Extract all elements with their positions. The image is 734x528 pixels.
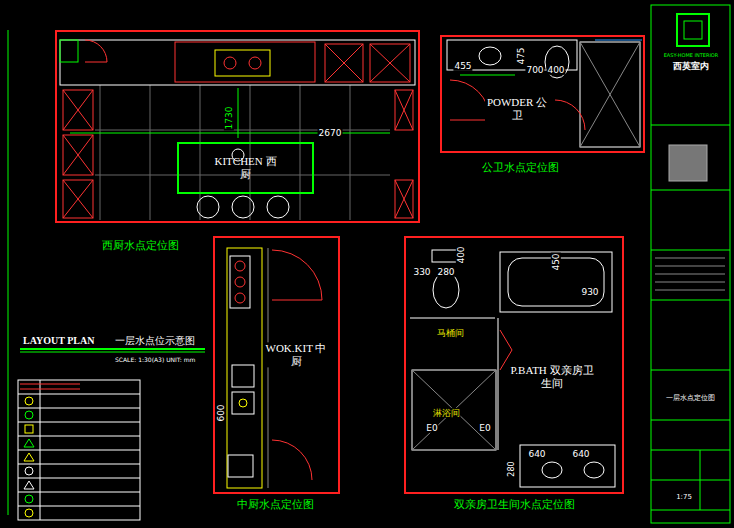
bar-stool — [267, 196, 289, 218]
appliance — [228, 455, 253, 477]
window — [595, 40, 642, 41]
door-swing — [272, 440, 312, 480]
drawing-label: 600 — [216, 403, 226, 422]
toilet — [433, 272, 459, 308]
burner — [235, 293, 245, 303]
drawing-label: 1:75 — [675, 493, 693, 501]
door-swing — [85, 40, 107, 62]
bathtub — [500, 252, 612, 312]
legend-bar — [20, 384, 80, 389]
drawing-label: LAYOUT PLAN — [22, 335, 95, 347]
bar-stool — [232, 196, 254, 218]
counter — [227, 248, 262, 488]
drawing-label: 马桶间 — [436, 328, 465, 338]
shower — [580, 42, 640, 147]
door-swing — [555, 100, 585, 130]
drawing-label: 930 — [580, 287, 599, 297]
shower — [412, 370, 496, 450]
drawing-label: 280 — [436, 267, 455, 277]
symbol-table — [18, 380, 140, 520]
stove — [230, 256, 250, 308]
dimension-line — [238, 88, 239, 138]
drawing-label: 640 — [527, 449, 546, 459]
title-block — [651, 5, 730, 523]
drain-slope — [412, 370, 496, 450]
drain-slope — [580, 42, 640, 147]
basin — [542, 462, 562, 478]
drawing-caption: 西厨水点定位图 — [102, 240, 179, 253]
drain-slope — [580, 42, 640, 147]
floor-grid — [95, 85, 390, 220]
counter — [60, 40, 415, 85]
kitchen-island: KITCHEN 西厨 — [177, 142, 314, 194]
revision-rows — [655, 258, 725, 290]
sink — [232, 392, 254, 414]
drawing-label: 475 — [516, 46, 526, 65]
drawing-label: E0 — [425, 423, 438, 433]
room-name: P.BATH 双亲房卫生间 — [505, 364, 599, 389]
stove — [215, 50, 270, 76]
legend-symbol — [24, 397, 34, 517]
drawing-label: 455 — [453, 61, 472, 71]
bar-stool — [197, 196, 219, 218]
burner — [235, 277, 245, 287]
drawing-label: EASY-HOME INTERIOR — [663, 53, 720, 59]
wall — [268, 248, 269, 488]
drawing-label: 一层水点位示意图 — [114, 335, 196, 347]
vanity — [520, 445, 615, 487]
door-swing — [450, 80, 490, 120]
drain-slope — [412, 370, 496, 450]
drawing-label: E0 — [478, 423, 491, 433]
room-name: POWDER 公卫 — [485, 96, 549, 121]
burner — [249, 57, 261, 69]
drawing-caption: 公卫水点定位图 — [482, 162, 559, 175]
drawing-label: 淋浴间 — [432, 408, 461, 418]
door-swing — [272, 250, 322, 300]
sink — [232, 365, 254, 387]
partition — [410, 318, 495, 319]
water-point — [239, 399, 247, 407]
room-name: WOK.KIT 中厨 — [264, 342, 328, 367]
border-line — [8, 30, 9, 515]
drawing-label: 西英室内 — [672, 61, 710, 71]
drawing-panel: 公卫水点定位图 — [440, 35, 645, 153]
drawing-label: 640 — [571, 449, 590, 459]
dimension-line — [460, 75, 515, 76]
drawing-caption: 中厨水点定位图 — [237, 499, 314, 512]
drawing-label: 280 — [507, 460, 516, 477]
logo — [677, 14, 709, 46]
room-name: KITCHEN 西厨 — [210, 155, 282, 180]
basin — [584, 462, 604, 478]
logo — [684, 21, 702, 39]
drawing-label: 400 — [456, 245, 466, 264]
title-block-lines — [651, 125, 730, 510]
drawing-panel: 西厨水点定位图KITCHEN 西厨 — [55, 30, 420, 223]
fridge — [60, 40, 78, 62]
drawing-label: 一层水点定位图 — [665, 394, 716, 402]
drawing-label: 2670 — [318, 128, 343, 138]
toilet — [545, 46, 569, 78]
drawing-label: 700 — [525, 65, 544, 75]
basin — [479, 47, 501, 65]
burner — [224, 57, 236, 69]
drawing-label: 1730 — [224, 106, 234, 131]
drawing-label: SCALE: 1:30(A3) UNIT: mm — [114, 357, 196, 364]
drawing-label: 400 — [546, 65, 565, 75]
partition — [498, 318, 499, 450]
burner — [235, 261, 245, 271]
drawing-label: 450 — [551, 252, 561, 271]
drawing-label: 330 — [412, 267, 431, 277]
title-underline — [20, 352, 205, 353]
qr-code — [669, 145, 707, 181]
drawing-caption: 双亲房卫生间水点定位图 — [454, 499, 575, 512]
cabinet — [63, 42, 413, 218]
title-underline — [20, 348, 205, 350]
